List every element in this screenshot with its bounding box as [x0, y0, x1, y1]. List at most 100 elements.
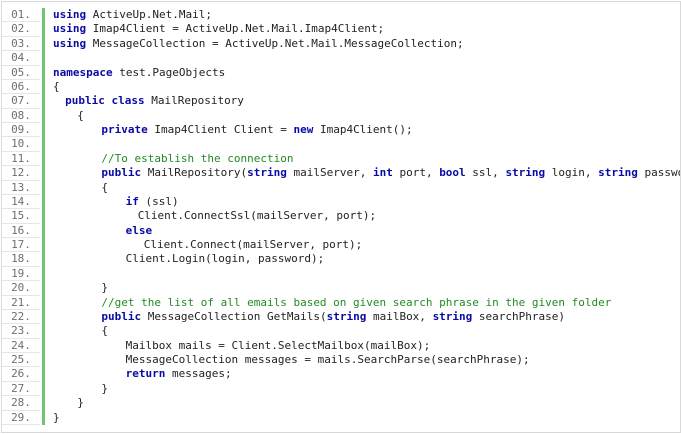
line-number: 27. — [2, 382, 40, 397]
line-number: 24. — [2, 339, 40, 353]
keyword-token: using — [53, 36, 87, 50]
code-text: //get the list of all emails based on gi… — [53, 296, 611, 310]
code-text: if (ssl) — [53, 195, 179, 209]
code-text: } — [53, 382, 108, 396]
gutter-bar — [42, 123, 45, 138]
line-number: 22. — [2, 310, 40, 325]
line-number: 17. — [2, 238, 40, 253]
text-token: } — [101, 381, 109, 395]
code-line: 29.} — [2, 410, 680, 425]
keyword-token: class — [111, 94, 145, 108]
text-token: } — [53, 410, 60, 424]
gutter-bar — [42, 252, 45, 267]
code-line: 28.} — [2, 396, 680, 411]
code-line: 23.{ — [2, 324, 680, 339]
line-number: 29. — [2, 411, 40, 425]
code-line: 25.MessageCollection messages = mails.Se… — [2, 353, 680, 368]
line-number: 15. — [2, 209, 40, 224]
line-number: 04. — [2, 51, 40, 66]
line-number: 06. — [2, 80, 40, 95]
gutter-bar — [42, 223, 45, 238]
code-line: 08. { — [2, 108, 680, 123]
text-token: Imap4Client Client = — [147, 123, 294, 136]
line-number: 02. — [2, 22, 40, 37]
gutter-bar — [42, 209, 45, 224]
text-token: { — [77, 108, 84, 122]
line-number: 05. — [2, 66, 40, 80]
code-text: } — [53, 411, 60, 425]
code-line: 16. else — [2, 223, 680, 238]
line-number: 11. — [2, 152, 40, 167]
code-line: 22. public MessageCollection GetMails(str… — [2, 309, 680, 325]
code-text: public MessageCollection GetMails(string… — [53, 310, 565, 324]
gutter-bar — [42, 353, 45, 368]
gutter-bar — [42, 166, 45, 181]
text-token: Imap4Client = ActiveUp.Net.Mail.Imap4Cli… — [86, 22, 385, 36]
text-token: test.PageObjects — [112, 65, 226, 79]
code-text: { — [53, 80, 60, 94]
text-token: Client.ConnectSsl(mailServer, port); — [137, 209, 377, 223]
code-text: } — [53, 396, 84, 410]
code-text: public class MailRepository — [53, 94, 244, 108]
gutter-bar — [42, 281, 45, 296]
text-token: mailServer, — [286, 166, 373, 180]
line-number: 01. — [2, 8, 40, 23]
gutter-bar — [42, 295, 45, 310]
gutter-bar — [42, 338, 45, 353]
gutter-bar — [42, 367, 45, 382]
gutter-bar — [42, 79, 45, 95]
text-token: MailRepository( — [141, 166, 248, 180]
gutter-bar — [42, 8, 45, 23]
text-token: } — [77, 396, 84, 410]
line-number: 25. — [2, 353, 40, 368]
keyword-token: new — [293, 123, 314, 136]
line-number: 19. — [2, 267, 40, 282]
keyword-token: namespace — [53, 65, 113, 79]
keyword-token: public — [65, 94, 105, 108]
code-line: 04. — [2, 51, 680, 66]
code-text: Mailbox mails = Client.SelectMailbox(mai… — [53, 338, 431, 353]
code-text: using MessageCollection = ActiveUp.Net.M… — [53, 37, 464, 51]
code-text: Client.ConnectSsl(mailServer, port); — [53, 209, 376, 223]
code-text: using Imap4Client = ActiveUp.Net.Mail.Im… — [53, 22, 384, 36]
gutter-bar — [42, 36, 45, 52]
text-token: Imap4Client(); — [313, 123, 413, 136]
line-number: 26. — [2, 367, 40, 382]
keyword-token: private — [101, 123, 148, 136]
code-line: 12. public MailRepository( string mailServ… — [2, 166, 680, 181]
code-line: 01.using ActiveUp.Net.Mail; — [2, 8, 680, 23]
gutter-bar — [42, 410, 45, 425]
text-token: { — [101, 180, 109, 194]
gutter-bar — [42, 266, 45, 282]
text-token: password) — [644, 166, 680, 180]
text-token: searchPhrase) — [472, 309, 566, 323]
keyword-token: if — [125, 194, 139, 208]
line-number: 08. — [2, 109, 40, 123]
keyword-token: public — [101, 166, 142, 180]
gutter-bar — [42, 22, 45, 37]
text-token: { — [101, 324, 109, 338]
code-line: 18.Client.Login(login, password); — [2, 252, 680, 267]
keyword-token: string — [505, 166, 546, 180]
code-text: else — [53, 224, 153, 238]
line-number: 12. — [2, 166, 40, 181]
code-line: 27.} — [2, 381, 680, 397]
gutter-bar — [42, 51, 45, 66]
code-lines: 01.using ActiveUp.Net.Mail;02. using Imap… — [2, 8, 680, 425]
line-number: 21. — [2, 296, 40, 310]
text-token: { — [53, 79, 60, 93]
code-line: 20.} — [2, 281, 680, 296]
line-number: 16. — [2, 224, 40, 238]
gutter-bar — [42, 396, 45, 411]
keyword-token: using — [53, 22, 87, 36]
text-token: login, — [545, 166, 599, 180]
gutter-bar — [42, 180, 45, 195]
text-token: Mailbox mails = Client.SelectMailbox(mai… — [125, 338, 431, 352]
text-token: MessageCollection = ActiveUp.Net.Mail.Me… — [86, 36, 464, 50]
code-text: public MailRepository( string mailServer,… — [53, 166, 680, 180]
code-line: 13.{ — [2, 180, 680, 195]
text-token: mailBox, — [366, 309, 433, 323]
code-text: //To establish the connection — [53, 152, 293, 166]
code-line: 11. //To establish the connection — [2, 151, 680, 167]
